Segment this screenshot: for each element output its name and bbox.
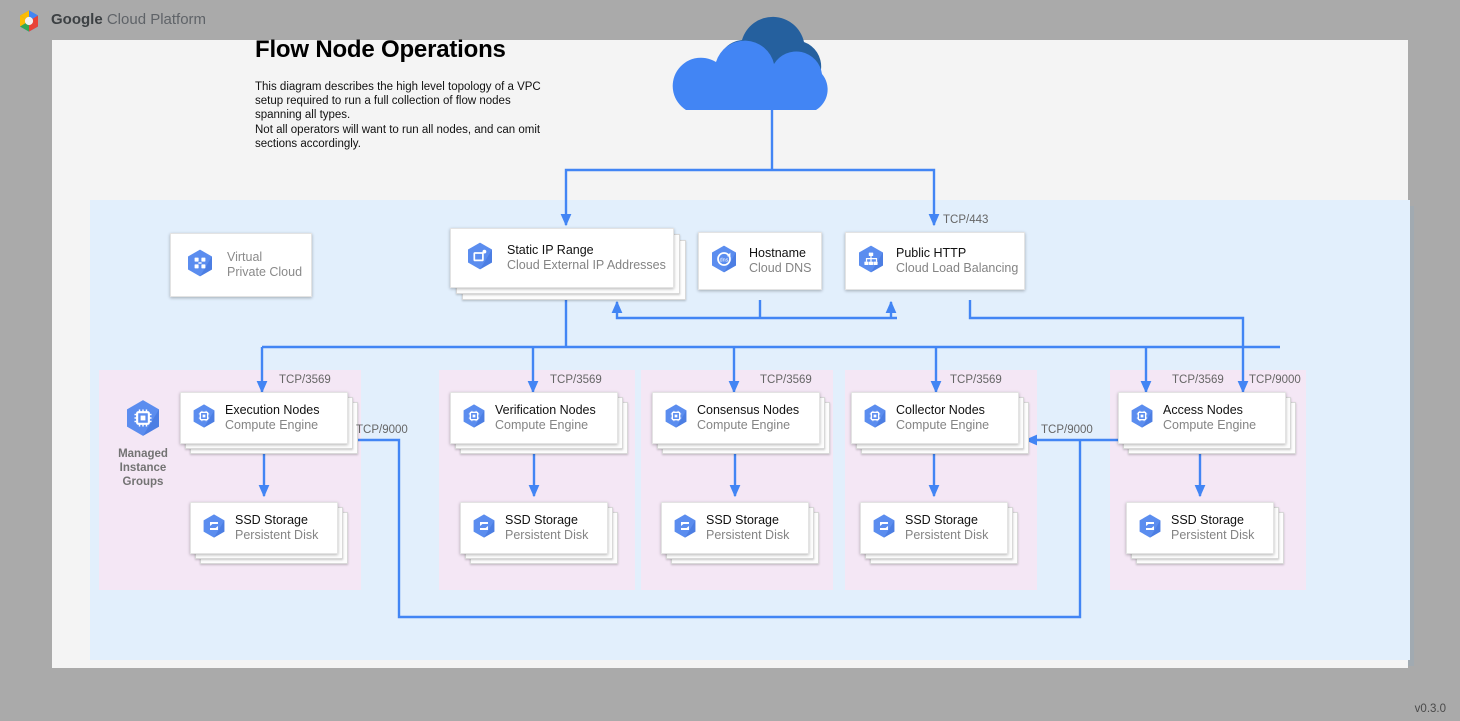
cloud-dns-icon: dns	[709, 244, 739, 279]
card-storage-consensus[interactable]: SSD Storage Persistent Disk	[661, 502, 821, 566]
virtual-private-cloud-icon	[185, 248, 215, 283]
wire-label-tcp443: TCP/443	[943, 214, 989, 226]
card-subtitle: Persistent Disk	[235, 528, 319, 542]
gcp-brand-title: Google Cloud Platform	[51, 11, 206, 28]
card-subtitle: Persistent Disk	[905, 528, 989, 542]
card-hostname[interactable]: dns Hostname Cloud DNS	[698, 232, 822, 290]
card-storage-execution[interactable]: SSD Storage Persistent Disk	[190, 502, 350, 566]
card-title: Access Nodes	[1163, 403, 1243, 417]
card-title: SSD Storage	[905, 513, 978, 527]
card-execution-nodes[interactable]: Execution Nodes Compute Engine	[180, 392, 360, 456]
card-subtitle: Private Cloud	[227, 265, 303, 279]
card-subtitle: Cloud DNS	[749, 261, 812, 275]
card-subtitle: Cloud Load Balancing	[896, 261, 1019, 275]
card-title: Consensus Nodes	[697, 403, 800, 417]
compute-engine-icon	[191, 403, 217, 434]
card-subtitle: Persistent Disk	[505, 528, 589, 542]
card-subtitle: Cloud External IP Addresses	[507, 258, 666, 272]
svg-text:dns: dns	[720, 257, 729, 263]
persistent-disk-icon	[201, 513, 227, 544]
cloud-external-ip-icon	[465, 241, 495, 276]
card-title: Collector Nodes	[896, 403, 985, 417]
compute-engine-icon	[461, 403, 487, 434]
managed-instance-groups-cluster: Managed Instance Groups	[106, 398, 180, 489]
card-title: SSD Storage	[235, 513, 308, 527]
card-title: Execution Nodes	[225, 403, 320, 417]
vpc-region-shadow	[1408, 206, 1414, 666]
persistent-disk-icon	[1137, 513, 1163, 544]
mig-label-line1: Managed	[118, 448, 168, 460]
persistent-disk-icon	[871, 513, 897, 544]
card-title: Verification Nodes	[495, 403, 596, 417]
gcp-brand-rest: Cloud Platform	[102, 11, 207, 28]
card-storage-access[interactable]: SSD Storage Persistent Disk	[1126, 502, 1286, 566]
mig-label-line2: Instance	[119, 462, 167, 474]
gcp-brand-bold: Google	[51, 11, 103, 28]
card-subtitle: Compute Engine	[495, 418, 589, 432]
persistent-disk-icon	[471, 513, 497, 544]
diagram-description: This diagram describes the high level to…	[255, 81, 541, 150]
card-collector-nodes[interactable]: Collector Nodes Compute Engine	[851, 392, 1031, 456]
persistent-disk-icon	[672, 513, 698, 544]
card-virtual-private-cloud[interactable]: Virtual Private Cloud	[170, 233, 312, 297]
card-subtitle: Compute Engine	[225, 418, 319, 432]
wire-label-tcp3569-execution: TCP/3569	[279, 374, 331, 386]
card-title: Public HTTP	[896, 246, 967, 260]
gcp-top-bar: Google Cloud Platform	[0, 0, 1460, 40]
google-cloud-platform-logo	[16, 8, 42, 34]
internet-cloud-icon	[672, 16, 828, 110]
compute-engine-icon	[663, 403, 689, 434]
card-subtitle: Compute Engine	[896, 418, 990, 432]
card-static-ip-range[interactable]: Static IP Range Cloud External IP Addres…	[450, 228, 686, 300]
wire-label-tcp9000-access: TCP/9000	[1249, 374, 1301, 386]
page-title: Flow Node Operations	[255, 36, 506, 63]
compute-engine-icon	[1129, 403, 1155, 434]
card-title: Hostname	[749, 246, 806, 260]
card-subtitle: Compute Engine	[697, 418, 791, 432]
mig-label-line3: Groups	[122, 476, 164, 488]
card-subtitle: Persistent Disk	[1171, 528, 1255, 542]
version-label: v0.3.0	[1414, 703, 1446, 715]
wire-label-tcp3569-access: TCP/3569	[1172, 374, 1224, 386]
card-title: SSD Storage	[1171, 513, 1244, 527]
card-consensus-nodes[interactable]: Consensus Nodes Compute Engine	[652, 392, 832, 456]
card-public-http[interactable]: Public HTTP Cloud Load Balancing	[845, 232, 1025, 290]
card-title: Virtual	[227, 250, 263, 264]
wire-label-tcp3569-verification: TCP/3569	[550, 374, 602, 386]
compute-engine-icon	[862, 403, 888, 434]
card-title: Static IP Range	[507, 243, 594, 257]
card-title: SSD Storage	[505, 513, 578, 527]
wire-label-tcp3569-consensus: TCP/3569	[760, 374, 812, 386]
card-subtitle: Persistent Disk	[706, 528, 790, 542]
wire-label-tcp3569-collector: TCP/3569	[950, 374, 1002, 386]
card-access-nodes[interactable]: Access Nodes Compute Engine	[1118, 392, 1298, 456]
managed-instance-groups-icon	[123, 400, 163, 442]
card-subtitle: Compute Engine	[1163, 418, 1257, 432]
cloud-load-balancing-icon	[856, 244, 886, 279]
card-storage-collector[interactable]: SSD Storage Persistent Disk	[860, 502, 1020, 566]
wire-label-tcp9000-collector: TCP/9000	[1041, 424, 1093, 436]
card-storage-verification[interactable]: SSD Storage Persistent Disk	[460, 502, 620, 566]
card-title: SSD Storage	[706, 513, 779, 527]
wire-label-tcp9000-execution: TCP/9000	[356, 424, 408, 436]
card-verification-nodes[interactable]: Verification Nodes Compute Engine	[450, 392, 630, 456]
